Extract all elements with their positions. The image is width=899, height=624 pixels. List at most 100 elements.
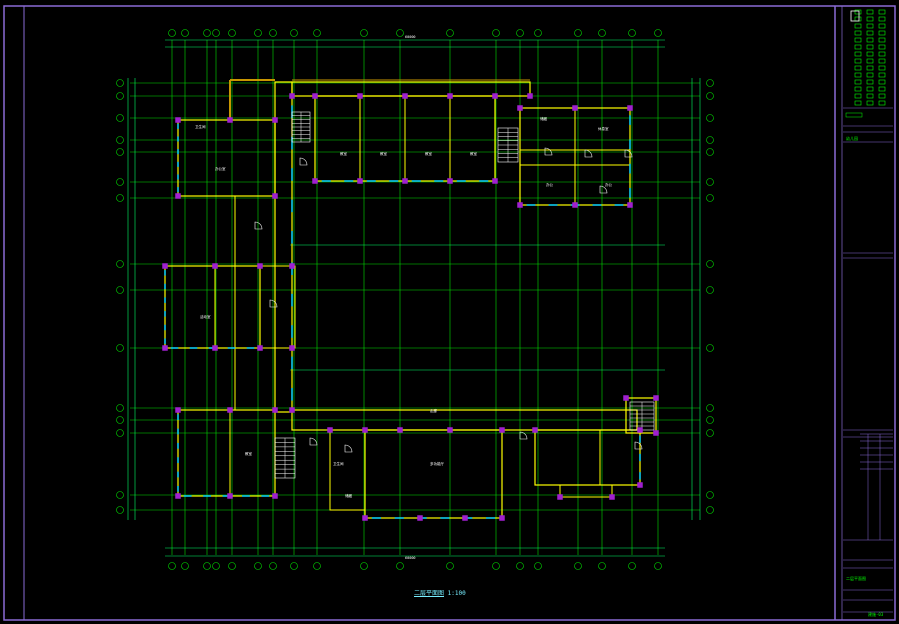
column [492, 178, 498, 184]
axis-bubble-top [228, 29, 236, 37]
tb-project: 幼儿园 [846, 135, 858, 141]
axis-bubble-left [116, 148, 124, 156]
tb-glyph [854, 37, 862, 43]
axis-bubble-left [116, 506, 124, 514]
axis-bubble-top [254, 29, 262, 37]
axis-bubble-bottom [598, 562, 606, 570]
tb-glyph [866, 44, 874, 50]
tb-glyph [854, 23, 862, 29]
tb-glyph [878, 65, 886, 71]
column [175, 493, 181, 499]
tb-glyph [878, 79, 886, 85]
axis-bubble-top [574, 29, 582, 37]
tb-glyph [866, 79, 874, 85]
wall-stair-block [625, 397, 657, 434]
column [175, 407, 181, 413]
tb-glyph [854, 44, 862, 50]
axis-bubble-left [116, 114, 124, 122]
axis-bubble-top [516, 29, 524, 37]
axis-bubble-bottom [228, 562, 236, 570]
room-label-r2: 办公室 [215, 166, 226, 171]
tb-glyph [866, 93, 874, 99]
column [402, 178, 408, 184]
axis-bubble-bottom [269, 562, 277, 570]
wall-block [177, 409, 276, 497]
axis-bubble-bottom [203, 562, 211, 570]
room-label-r3: 教室 [340, 151, 348, 156]
tb-glyph [878, 51, 886, 57]
axis-bubble-bottom [396, 562, 404, 570]
outer-frame [3, 5, 896, 621]
column [653, 395, 659, 401]
column [357, 178, 363, 184]
axis-bubble-top [598, 29, 606, 37]
room-label-r5: 教室 [425, 151, 433, 156]
axis-bubble-top [654, 29, 662, 37]
door-swing [624, 149, 633, 158]
wall-block [329, 429, 366, 511]
tb-glyph [854, 9, 862, 15]
axis-bubble-bottom [360, 562, 368, 570]
axis-bubble-left [116, 429, 124, 437]
dim-text-overall: 60000 [405, 556, 416, 560]
room-label-r13: 卫生间 [333, 461, 344, 466]
column [212, 345, 218, 351]
axis-bubble-top [360, 29, 368, 37]
axis-bubble-top [203, 29, 211, 37]
tb-glyph [866, 65, 874, 71]
axis-bubble-bottom [290, 562, 298, 570]
column [402, 93, 408, 99]
column [227, 407, 233, 413]
wall-block [259, 265, 296, 349]
door-swing [299, 157, 308, 166]
axis-bubble-left [116, 260, 124, 268]
axis-bubble-right [706, 136, 714, 144]
column [447, 427, 453, 433]
tb-stamp [845, 112, 863, 118]
room-label-r1: 卫生间 [195, 124, 206, 129]
tb-glyph [854, 93, 862, 99]
axis-bubble-bottom [574, 562, 582, 570]
tb-glyph [878, 44, 886, 50]
column [462, 515, 468, 521]
axis-bubble-bottom [254, 562, 262, 570]
column [312, 178, 318, 184]
axis-bubble-top [212, 29, 220, 37]
column [289, 93, 295, 99]
axis-bubble-top [396, 29, 404, 37]
column [627, 105, 633, 111]
column [517, 202, 523, 208]
column [447, 93, 453, 99]
axis-bubble-bottom [654, 562, 662, 570]
axis-bubble-right [706, 260, 714, 268]
door-swing [344, 444, 353, 453]
room-label-r7: 储藏 [540, 116, 548, 121]
door-swing [254, 221, 263, 230]
axis-bubble-left [116, 344, 124, 352]
tb-glyph [878, 72, 886, 78]
dim-text-overall: 60000 [405, 35, 416, 39]
axis-bubble-right [706, 79, 714, 87]
column [517, 105, 523, 111]
axis-bubble-bottom [628, 562, 636, 570]
wall-block [364, 429, 503, 519]
column [572, 105, 578, 111]
wall-block [534, 429, 641, 486]
column [227, 493, 233, 499]
axis-bubble-top [534, 29, 542, 37]
door-swing [309, 437, 318, 446]
axis-bubble-right [706, 429, 714, 437]
axis-bubble-right [706, 194, 714, 202]
tb-glyph [878, 58, 886, 64]
axis-bubble-right [706, 491, 714, 499]
column [637, 482, 643, 488]
room-label-r16: 走廊 [430, 408, 438, 413]
tb-glyph [866, 51, 874, 57]
tb-glyph [866, 9, 874, 15]
tb-glyph [854, 30, 862, 36]
column [492, 93, 498, 99]
column [362, 515, 368, 521]
axis-bubble-right [706, 178, 714, 186]
column [557, 494, 563, 500]
wall-corridor [274, 81, 293, 413]
